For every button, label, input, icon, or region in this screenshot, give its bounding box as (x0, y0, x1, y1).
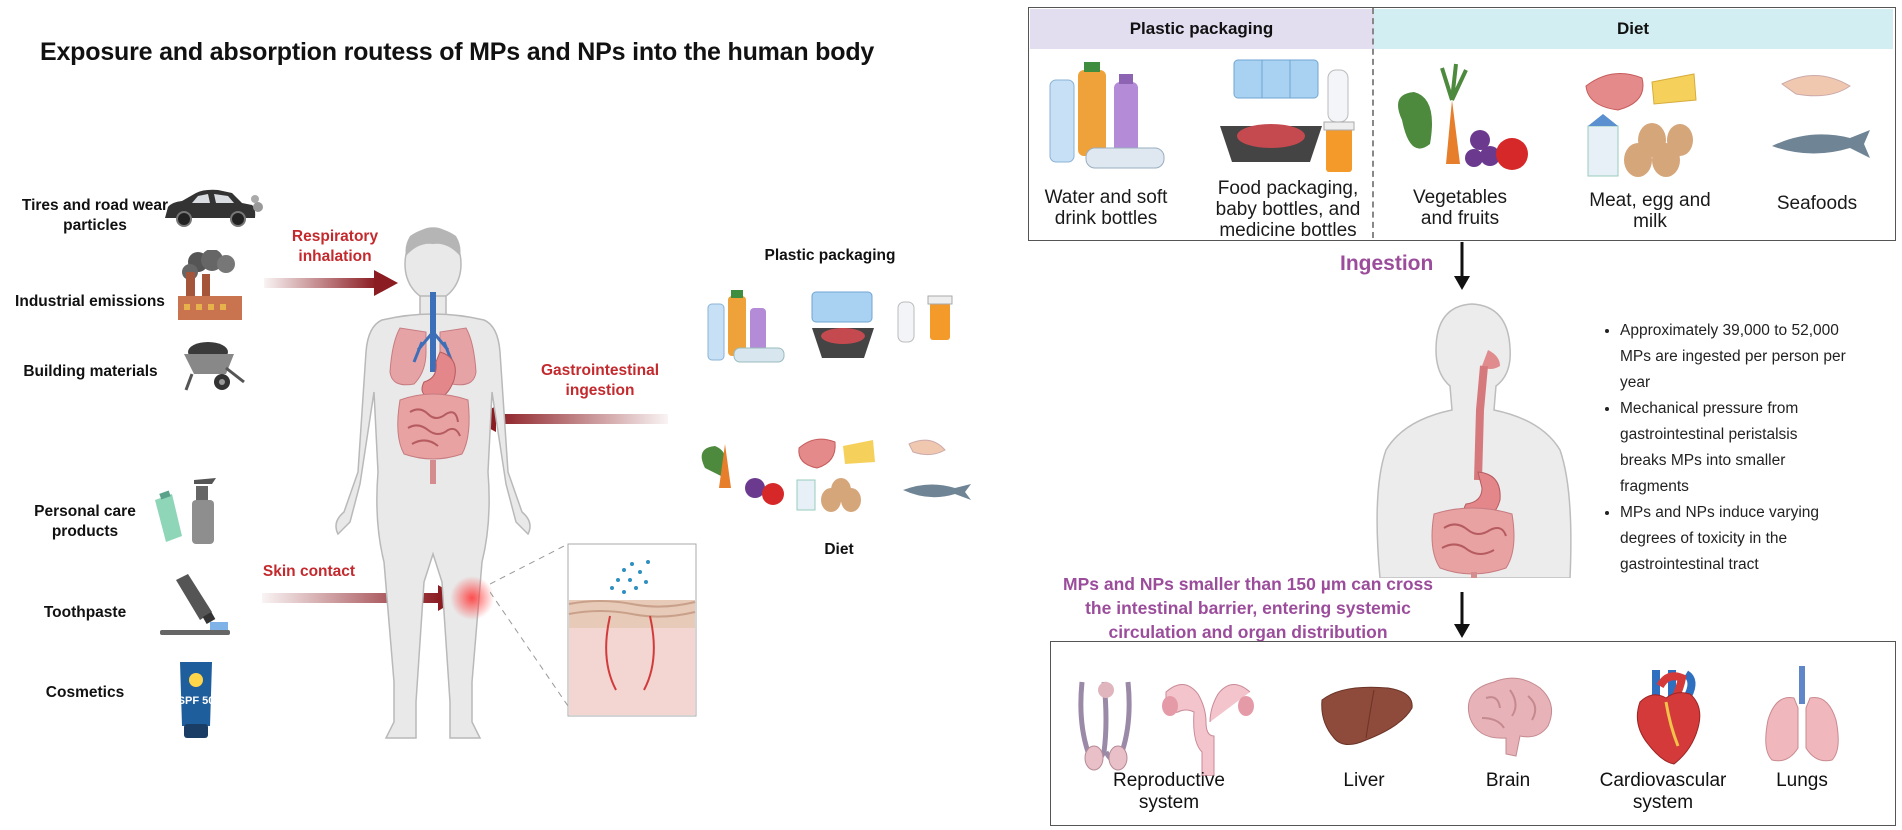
factory-icon (178, 250, 242, 320)
lungs-icon (1765, 666, 1839, 762)
organ-label-cardiovascular: Cardiovascular system (1599, 770, 1727, 813)
car-icon (165, 189, 263, 227)
sunscreen-spf-label: SPF 50 (178, 695, 215, 707)
source-industrial-label: Industrial emissions (15, 293, 165, 310)
source-building-label: Building materials (23, 363, 158, 380)
route-gastro-label: Gastrointestinal ingestion (541, 362, 659, 399)
source-personal-care-label: Personal care products (34, 503, 136, 540)
organ-label-lungs: Lungs (1776, 770, 1828, 791)
route-skin-label: Skin contact (262, 563, 356, 580)
barrier-text: MPs and NPs smaller than 150 µm can cros… (1063, 574, 1433, 642)
sunscreen-icon: SPF 50 (178, 662, 215, 738)
panel-header-diet: Diet (1373, 8, 1893, 49)
respiratory-arrow (264, 270, 398, 296)
fact-item: Mechanical pressure from gastrointestina… (1620, 396, 1846, 500)
ingestion-arrow (1454, 242, 1470, 290)
route-respiratory-label: Respiratory inhalation (291, 228, 379, 265)
caption-food-packaging: Food packaging, baby bottles, and medici… (1215, 178, 1361, 241)
left-diet-label: Diet (824, 541, 854, 558)
sources-panel (1028, 7, 1896, 241)
left-packaging-illustration (707, 290, 953, 363)
food-packaging-illustration (1220, 59, 1355, 172)
left-diet-illustration (701, 438, 971, 512)
organ-label-brain: Brain (1485, 770, 1531, 791)
liver-icon (1321, 686, 1413, 745)
caption-bottles: Water and soft drink bottles (1044, 187, 1168, 229)
skin-cross-section (490, 543, 697, 717)
wheelbarrow-icon (184, 342, 245, 391)
caption-vegetables: Vegetables and fruits (1412, 187, 1508, 229)
bottles-illustration (1049, 62, 1165, 169)
source-tires-label: Tires and road wear particles (21, 197, 169, 234)
skin-contact-glow (450, 576, 494, 620)
caption-meat: Meat, egg and milk (1589, 190, 1711, 232)
gi-tract-figure (1376, 303, 1572, 578)
brain-icon (1468, 677, 1553, 757)
source-toothpaste-label: Toothpaste (43, 604, 127, 621)
panel-header-plastic: Plastic packaging (1029, 8, 1374, 49)
left-plastic-packaging-label: Plastic packaging (764, 247, 896, 264)
panel-divider (1372, 8, 1374, 238)
organs-panel (1050, 641, 1896, 826)
personal-care-icon (155, 478, 216, 544)
source-cosmetics-label: Cosmetics (45, 684, 125, 701)
human-body-figure (335, 227, 531, 739)
fact-item: Approximately 39,000 to 52,000 MPs are i… (1620, 318, 1846, 396)
caption-seafoods: Seafoods (1776, 193, 1858, 214)
figure-title: Exposure and absorption routess of MPs a… (40, 38, 875, 66)
organ-label-liver: Liver (1343, 770, 1385, 791)
organ-label-reproductive: Reproductive system (1113, 770, 1225, 813)
heart-icon (1636, 670, 1701, 765)
fact-item: MPs and NPs induce varying degrees of to… (1620, 500, 1846, 578)
meat-egg-milk-illustration (1585, 73, 1697, 177)
ingestion-label: Ingestion (1340, 252, 1434, 275)
toothpaste-icon (160, 574, 230, 635)
reproductive-system-icon (1078, 681, 1254, 776)
vegetables-illustration (1398, 63, 1528, 170)
seafood-illustration (1772, 75, 1870, 158)
circulation-arrow (1454, 592, 1470, 638)
ingestion-facts-list: Approximately 39,000 to 52,000 MPs are i… (1598, 318, 1846, 578)
